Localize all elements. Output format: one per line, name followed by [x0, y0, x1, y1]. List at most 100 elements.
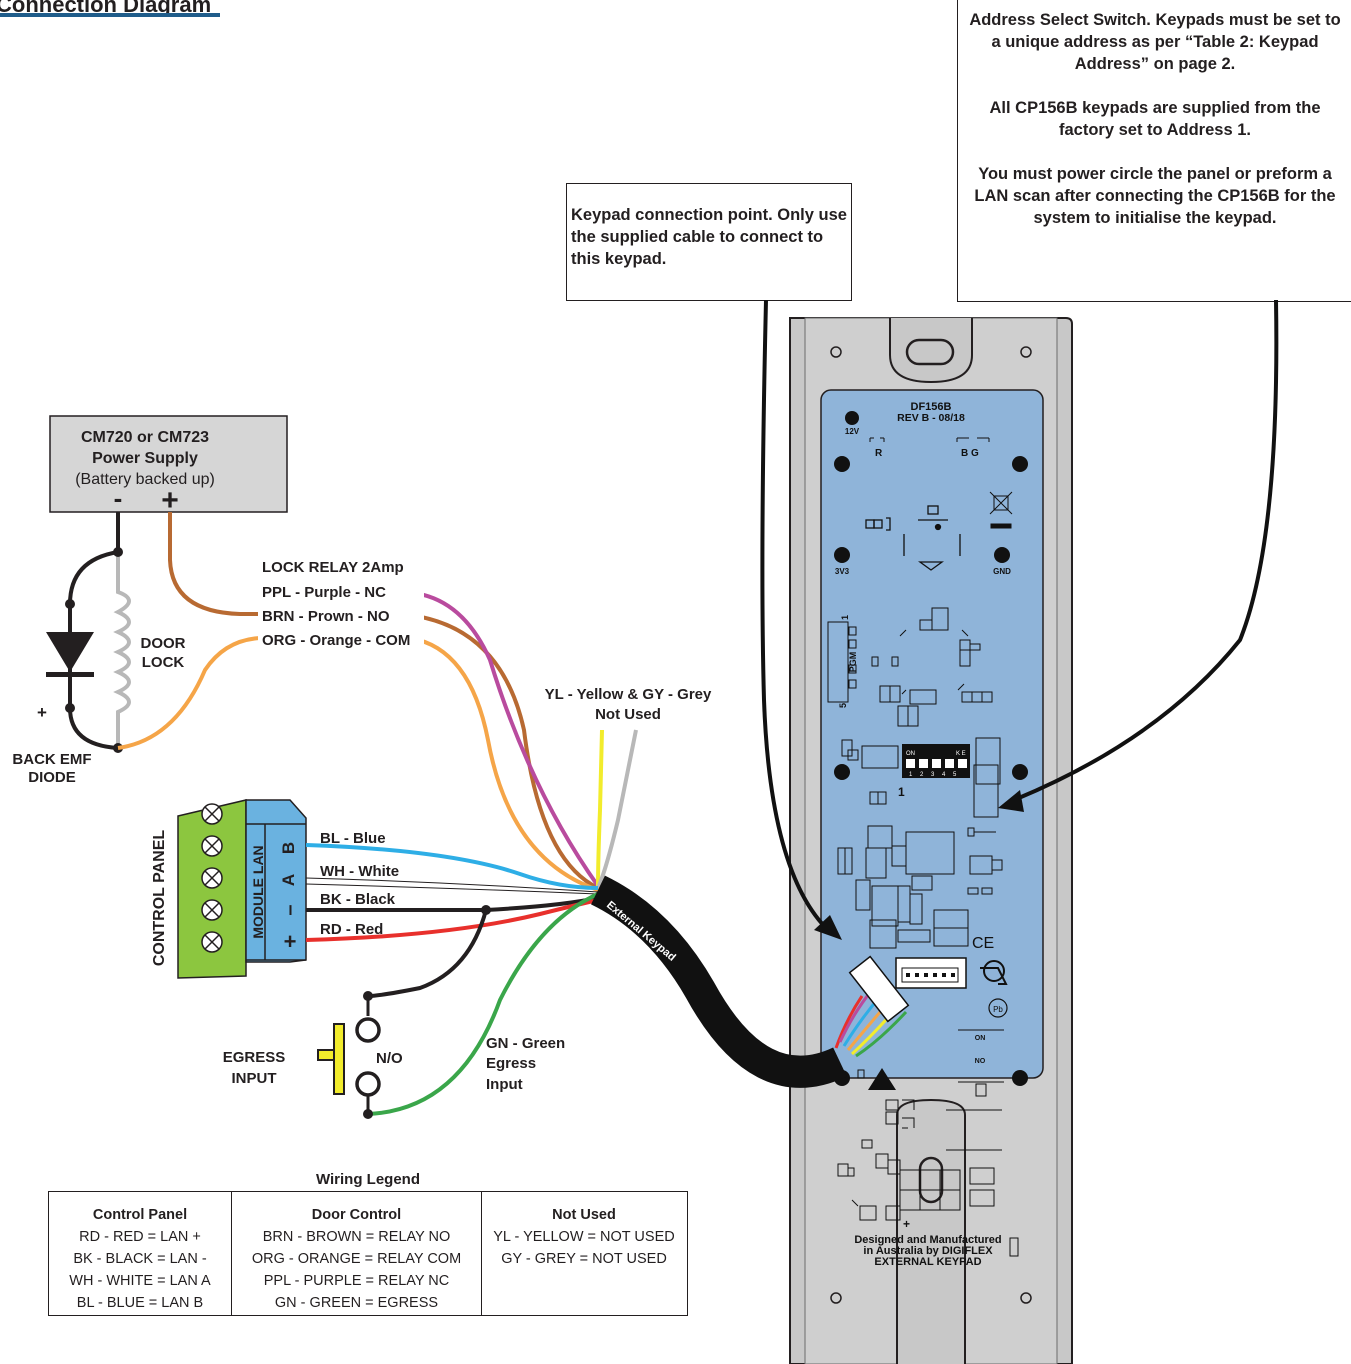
psu-line2: Power Supply [92, 450, 198, 467]
pb-free-icon: Pb [988, 998, 1008, 1018]
relay-purple-label: PPL - Purple - NC [262, 584, 386, 601]
connection-point-callout: Keypad connection point. Only use the su… [566, 183, 852, 301]
pcb-switch-1: 1 [898, 785, 905, 799]
pcb-rev: REV B - 08/18 [897, 412, 965, 424]
relay-wires [117, 512, 638, 892]
ce-mark: CE [972, 935, 994, 952]
address-callout-para-3: You must power circle the panel or prefo… [974, 165, 1336, 227]
terminal-minus: – [279, 904, 301, 915]
dip-switch: ON K E 1 2 3 4 5 [902, 744, 970, 778]
legend-row: RD - RED = LAN + [79, 1229, 201, 1245]
lock-relay-title: LOCK RELAY 2Amp [262, 559, 404, 576]
control-panel-label: CONTROL PANEL [151, 830, 168, 967]
legend-row: BK - BLACK = LAN - [73, 1251, 207, 1267]
egress-line2: INPUT [232, 1070, 277, 1087]
dip-numbers: 1 2 3 4 5 [909, 772, 959, 778]
pcb-board: DF156B REV B - 08/18 12V R B G 3V3 GND [820, 389, 1044, 1268]
legend-row: PPL - PURPLE = RELAY NC [263, 1273, 450, 1289]
svg-text:Pb: Pb [993, 1005, 1003, 1014]
unused-wires-line1: YL - Yellow & GY - Grey [545, 686, 712, 703]
legend-col-door-control: Door Control BRN - BROWN = RELAY NO ORG … [232, 1192, 482, 1315]
green-wire-line1: GN - Green [486, 1035, 565, 1052]
psu-line1: CM720 or CM723 [81, 429, 209, 446]
pcb-pgm-label: PGM [848, 652, 858, 673]
door-lock-circuit: DOOR LOCK + BACK EMF DIODE [12, 512, 186, 786]
pgm-header [827, 621, 899, 703]
green-wire-line2: Egress [486, 1055, 536, 1072]
relay-orange-label: ORG - Orange - COM [262, 632, 410, 649]
pcb-led-bg: B G [961, 448, 979, 459]
pcb-on-2: ON [975, 1056, 986, 1063]
pcb-on-1: ON [975, 1035, 986, 1042]
callout-arrows [760, 299, 1279, 930]
wiring-legend: Control Panel RD - RED = LAN + BK - BLAC… [48, 1191, 688, 1316]
legend-col-not-used: Not Used YL - YELLOW = NOT USED GY - GRE… [482, 1192, 686, 1315]
legend-row: YL - YELLOW = NOT USED [493, 1229, 675, 1245]
power-supply-box: CM720 or CM723 Power Supply (Battery bac… [49, 415, 288, 517]
pcb-pgm-1: 1 [840, 615, 850, 620]
egress-switch: N/O EGRESS INPUT [223, 991, 403, 1119]
terminal-screws [201, 803, 223, 953]
relay-brown-label: BRN - Prown - NO [262, 608, 390, 625]
arrow-head-connector [814, 915, 842, 940]
legend-row: WH - WHITE = LAN A [69, 1273, 211, 1289]
pcb-footer-2: in Australia by DIGIFLEX [863, 1245, 993, 1257]
arrow-head-switch [998, 790, 1024, 812]
legend-title: Wiring Legend [315, 1171, 421, 1188]
pcb-components-upper [841, 607, 1001, 805]
diode-line1: BACK EMF [12, 751, 91, 768]
svg-text:+: + [903, 1217, 910, 1231]
legend-header: Not Used [552, 1207, 616, 1223]
pcb-footer-1: Designed and Manufactured [854, 1234, 1001, 1246]
legend-header: Door Control [311, 1207, 402, 1223]
psu-plus: + [161, 484, 179, 517]
legend-row: GY - GREY = NOT USED [501, 1251, 667, 1267]
psu-line3: (Battery backed up) [75, 471, 215, 488]
green-wire-line3: Input [486, 1076, 523, 1093]
connection-point-text: Keypad connection point. Only use the su… [571, 206, 847, 268]
lan-wires [305, 843, 599, 1116]
legend-col-control-panel: Control Panel RD - RED = LAN + BK - BLAC… [49, 1192, 232, 1315]
pcb-model: DF156B [911, 401, 952, 413]
address-callout-para-1: Address Select Switch. Keypads must be s… [969, 11, 1341, 73]
diode-line2: DIODE [28, 769, 76, 786]
terminal-b: B [279, 842, 298, 854]
terminal-plus: + [284, 929, 297, 954]
diode-plus: + [37, 703, 47, 722]
terminal-a: A [279, 874, 298, 886]
egress-no-label: N/O [376, 1050, 403, 1067]
keypad-connector [895, 957, 967, 989]
address-callout-para-2: All CP156B keypads are supplied from the… [989, 99, 1321, 139]
pcb-3v3: 3V3 [835, 567, 850, 576]
wire-red-label: RD - Red [320, 921, 383, 938]
pcb-gnd: GND [993, 567, 1011, 576]
legend-row: ORG - ORANGE = RELAY COM [251, 1251, 462, 1267]
legend-header: Control Panel [92, 1207, 188, 1223]
egress-line1: EGRESS [223, 1049, 286, 1066]
legend-row: GN - GREEN = EGRESS [274, 1295, 439, 1311]
dip-on-label: ON [906, 751, 915, 757]
pcb-footer-3: EXTERNAL KEYPAD [874, 1256, 981, 1268]
address-switch-callout: Address Select Switch. Keypads must be s… [957, 0, 1351, 302]
tamper-switch [865, 505, 961, 571]
rcm-icon [980, 960, 1008, 985]
door-lock-line1: DOOR [141, 635, 186, 652]
legend-row: BL - BLUE = LAN B [76, 1295, 204, 1311]
module-lan-label: MODULE LAN [250, 845, 266, 938]
pcb-12v: 12V [845, 427, 860, 436]
door-lock-line2: LOCK [142, 654, 185, 671]
wire-black-label: BK - Black [320, 891, 396, 908]
weee-icon [989, 491, 1013, 529]
unused-wires-line2: Not Used [595, 706, 661, 723]
dip-ke-label: K E [956, 751, 966, 757]
control-panel-terminal: MODULE LAN B A – + CONTROL PANEL [151, 799, 307, 979]
pcb-components-bottom [837, 1099, 1002, 1221]
pcb-pgm-5: 5 [838, 703, 848, 708]
esd-warning-icon [857, 1068, 896, 1090]
wire-white-label: WH - White [320, 863, 399, 880]
pcb-led-r: R [875, 448, 883, 459]
diagram-title: Connection Diagram [0, 0, 212, 17]
wire-blue-label: BL - Blue [320, 830, 386, 847]
